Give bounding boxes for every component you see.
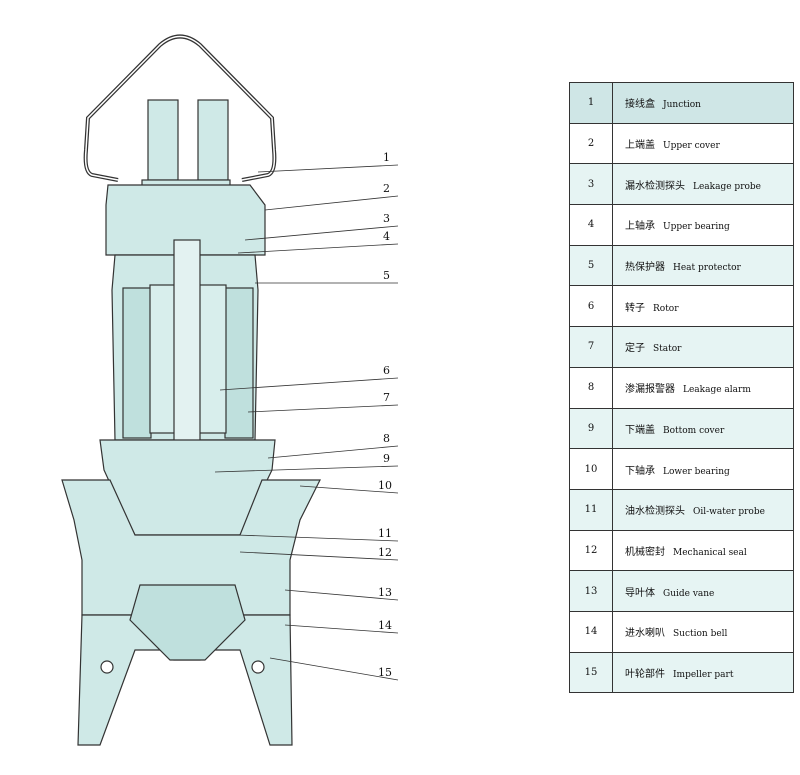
- legend-part-name: 进水喇叭 Suction bell: [612, 610, 794, 653]
- legend-part-name-en: Oil-water probe: [693, 507, 765, 518]
- legend-row: 10 下轴承 Lower bearing: [569, 448, 794, 490]
- legend-part-name: 热保护器 Heat protector: [612, 244, 794, 287]
- legend-part-name-zh: 上端盖: [625, 140, 655, 152]
- callout-label-6: 6: [383, 364, 390, 377]
- callout-label-15: 15: [378, 666, 392, 679]
- legend-part-number: 9: [569, 407, 613, 450]
- legend-part-name-en: Lower bearing: [663, 466, 730, 477]
- callout-label-4: 4: [383, 230, 390, 243]
- legend-part-number: 12: [569, 529, 613, 572]
- legend-row: 6 转子 Rotor: [569, 285, 794, 328]
- legend-row: 7 定子 Stator: [569, 326, 794, 368]
- legend-part-name-en: Junction: [663, 100, 701, 111]
- legend-part-name-en: Heat protector: [673, 263, 741, 274]
- legend-part-name: 上端盖 Upper cover: [612, 122, 794, 165]
- callout-label-7: 7: [383, 391, 390, 404]
- legend-part-number: 2: [569, 122, 613, 165]
- legend-part-number: 10: [569, 448, 613, 490]
- parts-legend-table: 1 接线盒 Junction 2 上端盖 Upper cover 3 漏水检测探头 Leakag…: [569, 82, 794, 694]
- legend-part-name-zh: 上轴承: [625, 221, 655, 233]
- legend-part-number: 3: [569, 163, 613, 206]
- legend-row: 1 接线盒 Junction: [569, 82, 794, 124]
- legend-part-name-en: Rotor: [653, 303, 679, 314]
- legend-part-name-zh: 漏水检测探头: [625, 180, 685, 192]
- legend-part-name-zh: 热保护器: [625, 262, 665, 274]
- legend-part-number: 13: [569, 570, 613, 612]
- legend-row: 9 下端盖 Bottom cover: [569, 407, 794, 450]
- legend-part-name-zh: 导叶体: [625, 587, 655, 599]
- legend-part-name-zh: 油水检测探头: [625, 506, 685, 518]
- legend-part-name-en: Bottom cover: [663, 425, 725, 436]
- legend-row: 11 油水检测探头 Oil-water probe: [569, 488, 794, 531]
- legend-part-name-zh: 下端盖: [625, 424, 655, 436]
- legend-part-name: 叶轮部件 Impeller part: [612, 651, 794, 694]
- legend-row: 2 上端盖 Upper cover: [569, 122, 794, 165]
- legend-part-name: 接线盒 Junction: [612, 82, 794, 124]
- callout-label-12: 12: [378, 546, 392, 559]
- junction-box: [147, 99, 179, 181]
- callout-label-3: 3: [383, 212, 390, 225]
- legend-part-number: 14: [569, 610, 613, 653]
- legend-part-number: 11: [569, 488, 613, 531]
- legend-row: 14 进水喇叭 Suction bell: [569, 610, 794, 653]
- legend-part-number: 1: [569, 82, 613, 124]
- legend-part-name: 转子 Rotor: [612, 285, 794, 328]
- legend-part-name-zh: 接线盒: [625, 99, 655, 111]
- legend-part-name-en: Mechanical seal: [673, 547, 747, 558]
- legend-part-number: 15: [569, 651, 613, 694]
- legend-part-name-en: Upper cover: [663, 141, 720, 152]
- legend-part-number: 4: [569, 204, 613, 246]
- callout-label-13: 13: [378, 586, 392, 599]
- callout-label-1: 1: [383, 151, 390, 164]
- impeller: [129, 584, 246, 661]
- suction-bell: [77, 614, 293, 746]
- legend-part-name-zh: 进水喇叭: [625, 628, 665, 640]
- legend-row: 3 漏水检测探头 Leakage probe: [569, 163, 794, 206]
- guide-vane: [61, 479, 321, 616]
- legend-part-name: 导叶体 Guide vane: [612, 570, 794, 612]
- legend-row: 8 渗漏报警器 Leakage alarm: [569, 366, 794, 409]
- stator-left: [122, 287, 152, 439]
- legend-part-name-en: Guide vane: [663, 588, 715, 599]
- callout-label-8: 8: [383, 432, 390, 445]
- legend-part-name: 下轴承 Lower bearing: [612, 448, 794, 490]
- legend-part-name-zh: 渗漏报警器: [625, 384, 675, 396]
- legend-part-name-en: Leakage probe: [693, 181, 762, 192]
- legend-row: 4 上轴承 Upper bearing: [569, 204, 794, 246]
- legend-part-number: 8: [569, 366, 613, 409]
- legend-part-name: 上轴承 Upper bearing: [612, 204, 794, 246]
- legend-part-name-en: Suction bell: [673, 629, 728, 640]
- legend-part-name-en: Stator: [653, 344, 682, 355]
- legend-part-name-en: Upper bearing: [663, 222, 730, 233]
- callout-label-10: 10: [378, 479, 392, 492]
- legend-part-name-zh: 下轴承: [625, 465, 655, 477]
- callout-label-14: 14: [378, 619, 392, 632]
- legend-part-name: 下端盖 Bottom cover: [612, 407, 794, 450]
- legend-part-number: 6: [569, 285, 613, 328]
- legend-part-name-zh: 叶轮部件: [625, 668, 665, 680]
- legend-part-name: 漏水检测探头 Leakage probe: [612, 163, 794, 206]
- legend-row: 15 叶轮部件 Impeller part: [569, 651, 794, 694]
- legend-row: 5 热保护器 Heat protector: [569, 244, 794, 287]
- legend-part-name-zh: 定子: [625, 343, 645, 355]
- callout-label-11: 11: [378, 527, 392, 540]
- callout-label-2: 2: [383, 182, 390, 195]
- legend-part-name: 机械密封 Mechanical seal: [612, 529, 794, 572]
- legend-part-name-zh: 机械密封: [625, 546, 665, 558]
- legend-part-name: 油水检测探头 Oil-water probe: [612, 488, 794, 531]
- legend-part-name-zh: 转子: [625, 302, 645, 314]
- callout-label-5: 5: [383, 269, 390, 282]
- legend-part-number: 7: [569, 326, 613, 368]
- legend-part-name-en: Impeller part: [673, 669, 734, 680]
- legend-part-name-en: Leakage alarm: [683, 385, 751, 396]
- legend-part-number: 5: [569, 244, 613, 287]
- upper-cover: [105, 184, 266, 256]
- lifting-handle: [83, 34, 277, 182]
- legend-part-name: 定子 Stator: [612, 326, 794, 368]
- legend-row: 13 导叶体 Guide vane: [569, 570, 794, 612]
- legend-row: 12 机械密封 Mechanical seal: [569, 529, 794, 572]
- callout-label-9: 9: [383, 452, 390, 465]
- legend-part-name: 渗漏报警器 Leakage alarm: [612, 366, 794, 409]
